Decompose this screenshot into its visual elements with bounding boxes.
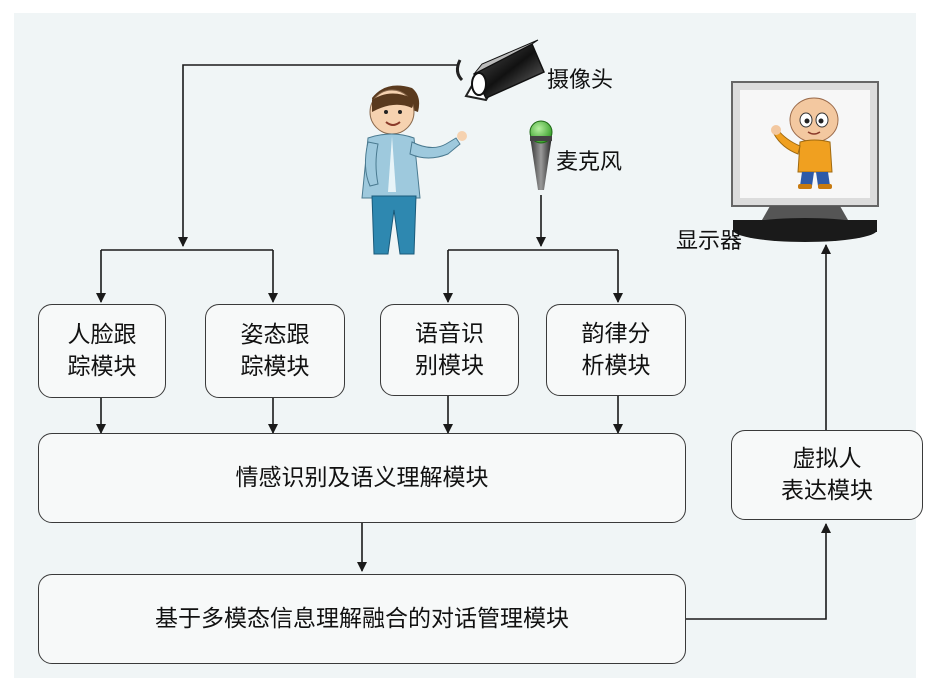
avatar-expression-module-box: 虚拟人 表达模块 xyxy=(731,430,923,520)
camera-line xyxy=(178,64,458,247)
emotion-semantic-module-label: 情感识别及语义理解模块 xyxy=(235,465,489,491)
display-label: 显示器 xyxy=(676,229,743,254)
dialogue-management-module-label: 基于多模态信息理解融合的对话管理模块 xyxy=(155,606,569,632)
dialogue-to-avatar-arrow xyxy=(686,523,831,620)
person-illustration xyxy=(361,85,467,255)
camera-icon xyxy=(455,39,545,102)
camera-label: 摄像头 xyxy=(547,68,614,93)
dialogue-management-module-box: 基于多模态信息理解融合的对话管理模块 xyxy=(38,574,686,664)
microphone-label: 麦克风 xyxy=(556,150,623,175)
pose-tracking-module-label: 姿态跟 踪模块 xyxy=(240,322,310,380)
emotion-semantic-module-box: 情感识别及语义理解模块 xyxy=(38,433,686,523)
face-tracking-module-label: 人脸跟 踪模块 xyxy=(67,322,137,380)
prosody-analysis-module-label: 韵律分 析模块 xyxy=(581,321,651,379)
prosody-analysis-module-box: 韵律分 析模块 xyxy=(546,304,686,396)
speech-recognition-module-label: 语音识 别模块 xyxy=(415,321,484,379)
avatar-expression-module-label: 虚拟人 表达模块 xyxy=(781,446,873,504)
speech-recognition-module-box: 语音识 别模块 xyxy=(380,304,519,396)
face-tracking-module-box: 人脸跟 踪模块 xyxy=(38,304,166,398)
pose-tracking-module-box: 姿态跟 踪模块 xyxy=(205,304,345,398)
microphone-icon xyxy=(529,120,553,190)
display-monitor-icon xyxy=(731,81,879,242)
